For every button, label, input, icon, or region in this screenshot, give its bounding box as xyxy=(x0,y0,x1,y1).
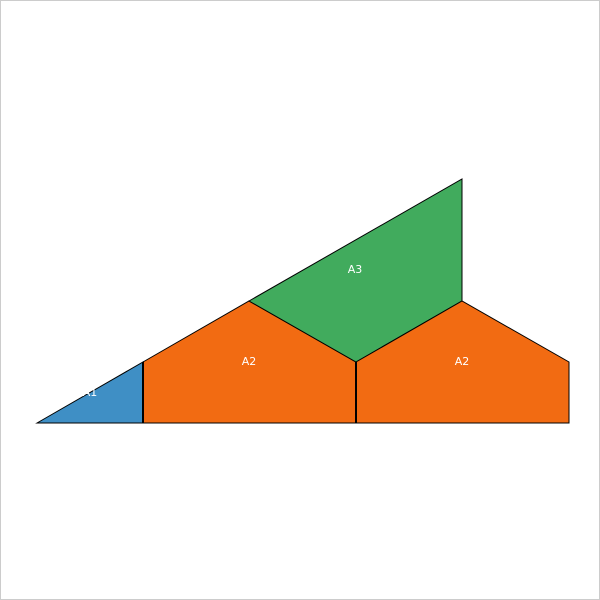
label-a2-left: A2 xyxy=(242,355,257,368)
label-a2-right: A2 xyxy=(455,355,470,368)
label-a3: A3 xyxy=(348,263,363,276)
label-a1: A1 xyxy=(83,386,98,399)
